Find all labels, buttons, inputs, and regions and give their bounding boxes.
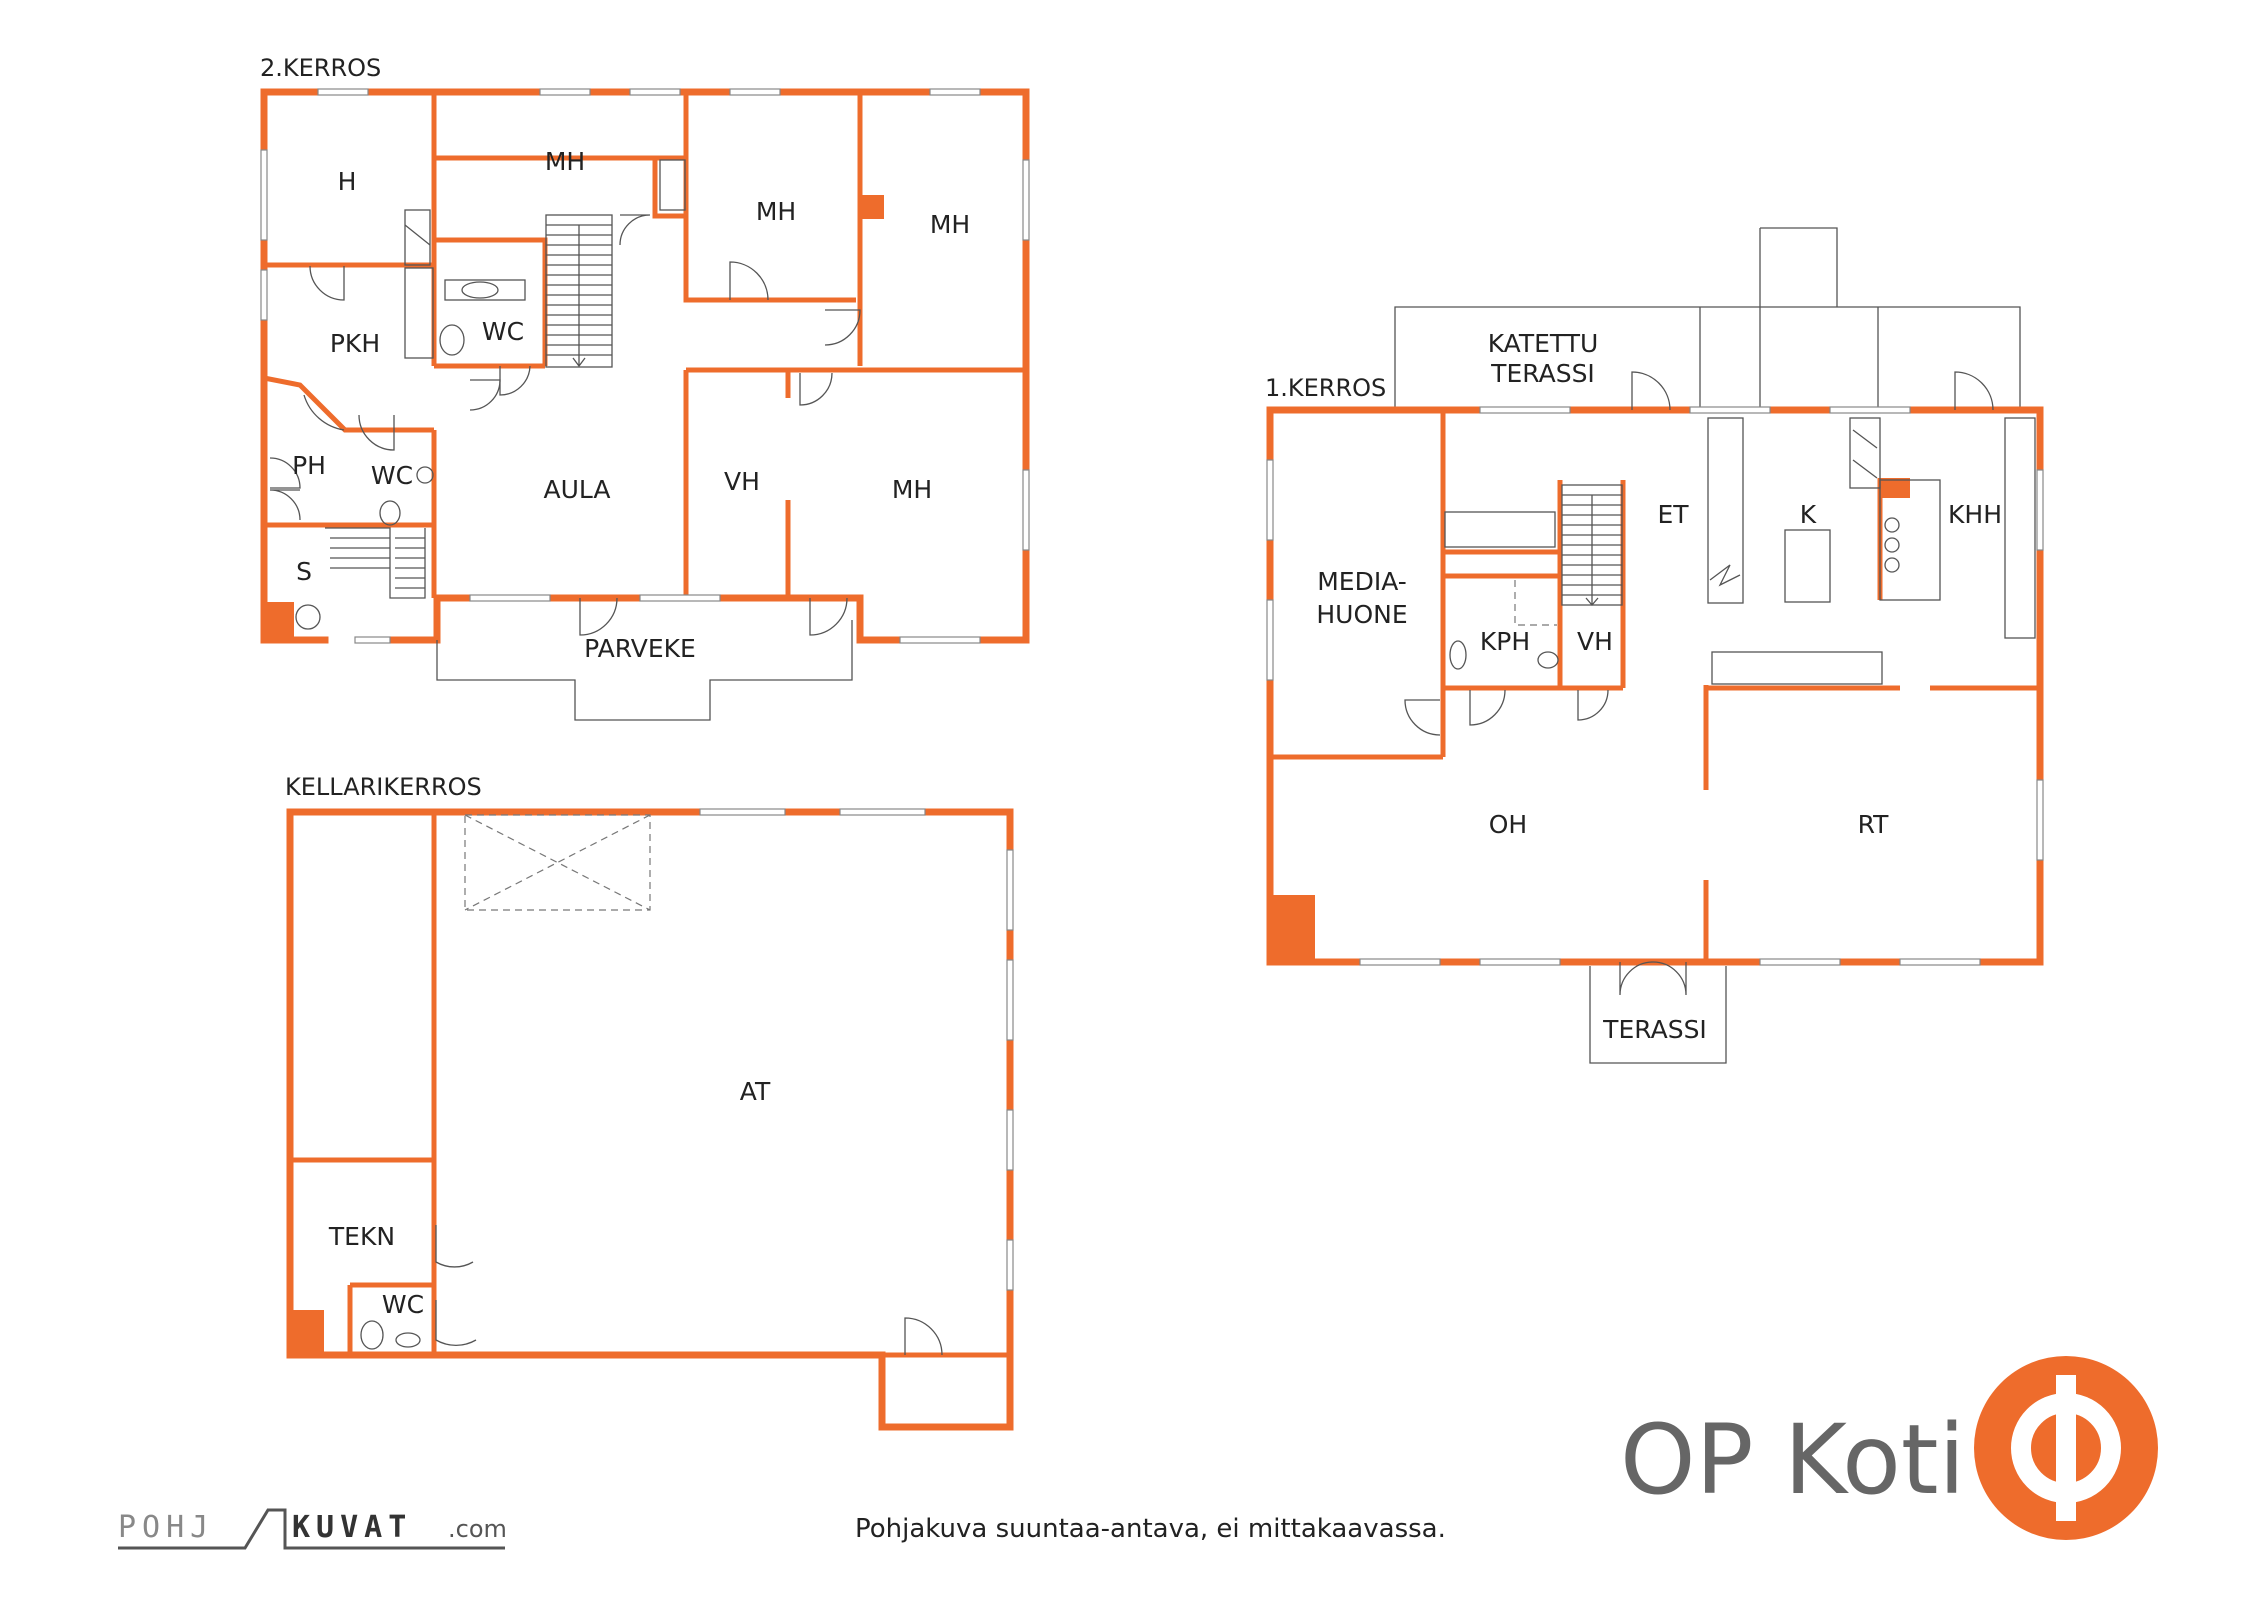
room-kph-label: KPH — [1480, 627, 1530, 656]
room-wc-a-label: WC — [482, 317, 524, 346]
pohjakuvat-domain-text: .com — [448, 1515, 507, 1543]
room-vh-label: VH — [724, 467, 760, 496]
op-koti-brand: OP Koti — [1620, 1356, 2158, 1540]
room-aula-label: AULA — [543, 475, 610, 504]
basement-plan: KELLARIKERROS AT TEKN WC — [285, 773, 1014, 1431]
room-mh-mid-label: MH — [756, 197, 796, 226]
stairs-first-floor — [1561, 484, 1623, 606]
pohjakuvat-logo: POHJ KUVAT .com — [118, 1508, 507, 1550]
room-mh-top-label: MH — [545, 147, 585, 176]
room-khh-label: KHH — [1948, 500, 2002, 529]
first-floor-title: 1.KERROS — [1265, 374, 1386, 402]
room-parveke-label: PARVEKE — [584, 634, 696, 663]
room-at-label: AT — [740, 1077, 771, 1106]
room-wc-basement-label: WC — [382, 1290, 424, 1319]
pohjakuvat-left-text: POHJ — [118, 1510, 214, 1545]
room-mediahuone-line2: HUONE — [1316, 600, 1407, 629]
room-tekn-label: TEKN — [328, 1222, 395, 1251]
disclaimer-note: Pohjakuva suuntaa-antava, ei mittakaavas… — [855, 1514, 1446, 1544]
room-mh-right-label: MH — [930, 210, 970, 239]
room-pkh-label: PKH — [330, 329, 380, 358]
op-logo-icon — [1974, 1356, 2158, 1540]
room-mh-lower-label: MH — [892, 475, 932, 504]
room-wc-b-label: WC — [371, 461, 413, 490]
room-k-label: K — [1800, 500, 1817, 529]
first-floor-plan: 1.KERROS — [1265, 227, 2044, 1064]
second-floor-plan: 2.KERROS — [260, 54, 1030, 721]
room-s-label: S — [296, 557, 312, 586]
room-et-label: ET — [1657, 500, 1689, 529]
room-h-label: H — [338, 167, 357, 196]
basement-title: KELLARIKERROS — [285, 773, 482, 801]
room-ph-label: PH — [292, 451, 326, 480]
katettu-terassi-line1: KATETTU — [1488, 329, 1599, 358]
stairs-upper — [545, 214, 613, 368]
room-oh-label: OH — [1489, 810, 1527, 839]
room-rt-label: RT — [1858, 810, 1890, 839]
room-vh-first-label: VH — [1577, 627, 1613, 656]
room-terassi-label: TERASSI — [1602, 1015, 1707, 1044]
pohjakuvat-right-text: KUVAT — [292, 1510, 412, 1545]
katettu-terassi-line2: TERASSI — [1490, 359, 1595, 388]
second-floor-title: 2.KERROS — [260, 54, 381, 82]
brand-name: OP Koti — [1620, 1404, 1965, 1516]
room-mediahuone-line1: MEDIA- — [1317, 567, 1407, 596]
stairs-lower — [325, 527, 426, 599]
